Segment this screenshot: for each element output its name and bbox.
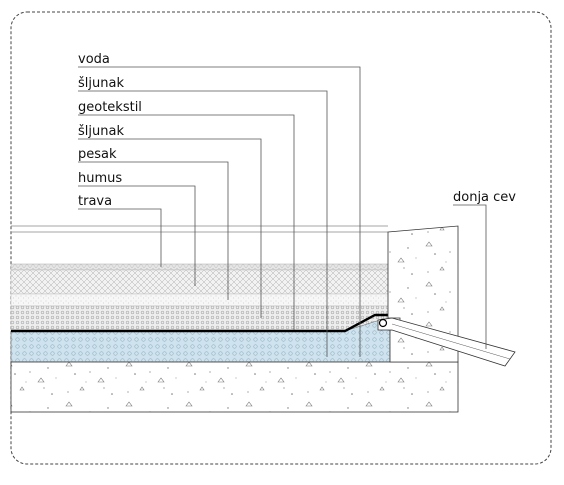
- label-geotekstil: geotekstil: [78, 100, 142, 115]
- label-pesak: pesak: [78, 147, 117, 162]
- label-humus: humus: [78, 171, 122, 186]
- leader-donja-cev: [453, 204, 487, 349]
- layer-sljunak: [10, 305, 389, 331]
- leader-voda: [78, 66, 361, 357]
- leader-humus: [78, 185, 196, 286]
- pipe-centerline: [391, 323, 511, 360]
- layer-humus: [10, 269, 389, 295]
- layer-trava: [10, 263, 389, 271]
- frame-border: [10, 11, 552, 465]
- leader-lines: [78, 66, 487, 357]
- layer-pesak: [10, 293, 389, 307]
- leader-pesak: [78, 161, 229, 300]
- concrete-base: [10, 361, 459, 413]
- leader-geotekstil: [78, 114, 295, 330]
- label-sljunak: šljunak: [78, 124, 124, 139]
- label-voda: voda: [78, 52, 110, 67]
- label-trava: trava: [78, 194, 112, 209]
- label-donja-cev: donja cev: [453, 190, 516, 205]
- leader-sljunak-top: [78, 90, 328, 357]
- pipe-end-icon: [378, 318, 388, 328]
- label-sljunak-top: šljunak: [78, 76, 124, 91]
- leader-trava: [78, 208, 162, 267]
- leader-sljunak: [78, 138, 262, 318]
